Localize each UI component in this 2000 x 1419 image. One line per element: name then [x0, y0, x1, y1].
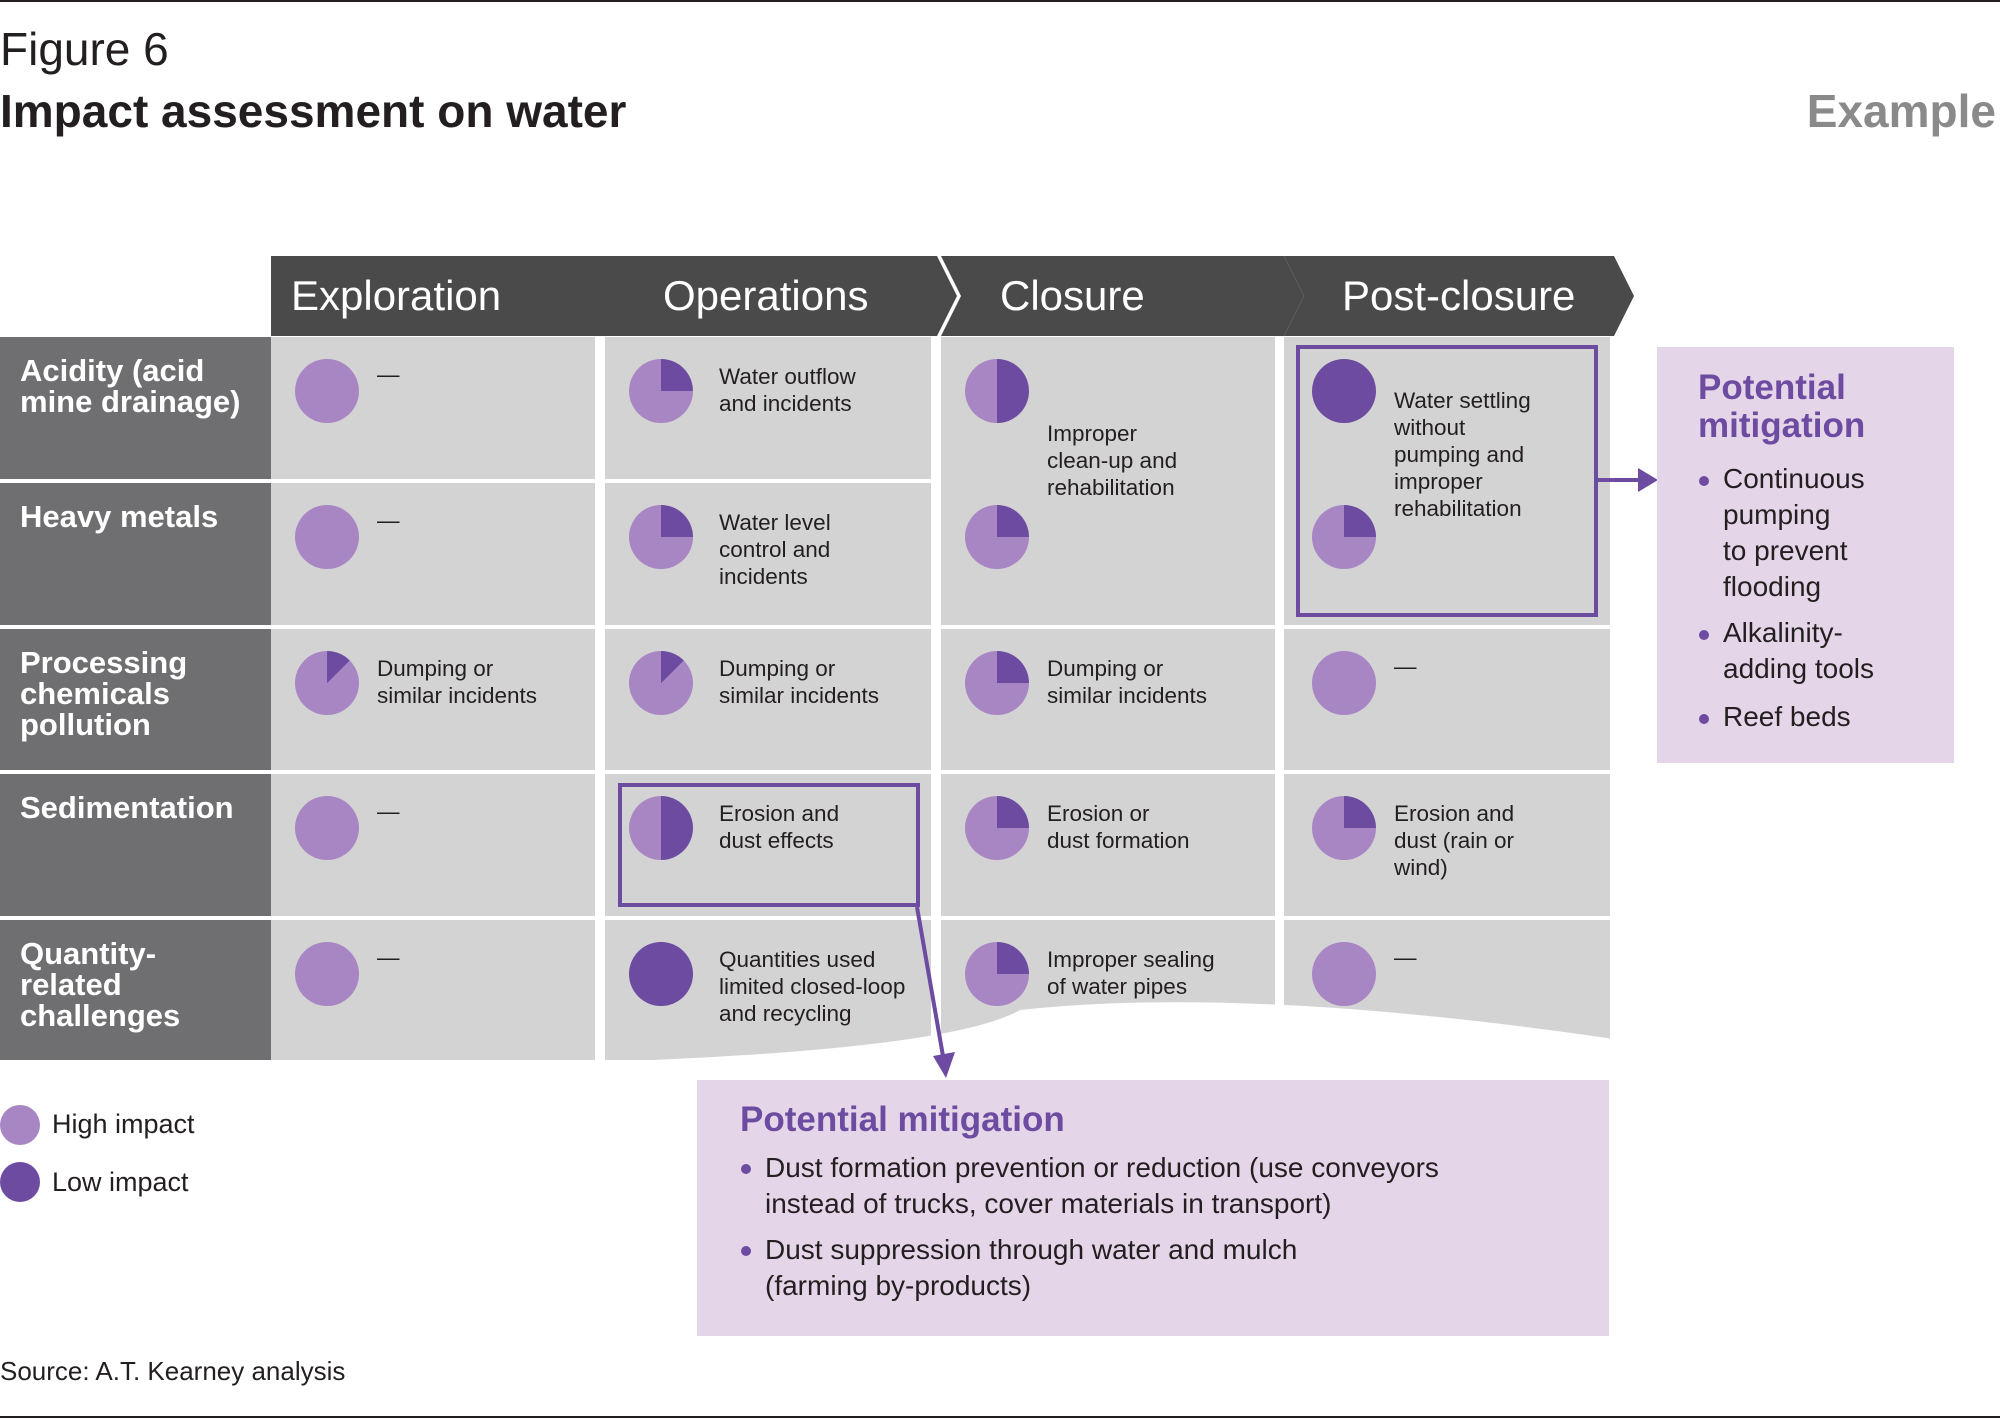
- column-label: Exploration: [291, 272, 502, 319]
- row-header-heavy-metals: Heavy metals: [0, 483, 271, 625]
- bullet-icon: [1699, 714, 1709, 724]
- column-label: Operations: [663, 272, 869, 319]
- column-label: Closure: [1000, 272, 1145, 319]
- mitigation-item: Alkalinity- adding tools: [1723, 617, 1875, 684]
- cell-text: Water settling without pumping and impro…: [1394, 388, 1531, 521]
- mitigation-box-right: Potential mitigation Continuous pumping …: [1657, 347, 1954, 763]
- impact-pie-icon: [965, 505, 1029, 569]
- mitigation-title-line: Potential mitigation: [1698, 368, 1866, 445]
- cell-text: —: [377, 362, 400, 387]
- impact-pie-icon: [629, 359, 693, 423]
- row-label: Acidity (acid mine drainage): [20, 353, 241, 419]
- cell-text: —: [377, 508, 400, 533]
- impact-pie-icon: [1312, 796, 1376, 860]
- mitigation-item: Dust suppression through water and mulch…: [765, 1234, 1298, 1301]
- figure-title: Impact assessment on water: [0, 85, 627, 137]
- bottom-rule: [0, 1416, 2000, 1418]
- column-header-operations: Operations: [605, 256, 959, 336]
- impact-pie-icon: [1312, 651, 1376, 715]
- cell-text: Erosion and dust (rain or wind): [1394, 801, 1515, 880]
- cell-text: Water outflow and incidents: [719, 364, 856, 416]
- column-header-post-closure: Post-closure: [1284, 256, 1636, 336]
- cell-text: —: [377, 945, 400, 970]
- mitigation-title: Potential mitigation: [740, 1100, 1065, 1139]
- cell-text: Improper clean-up and rehabilitation: [1047, 421, 1178, 500]
- figure-label: Figure 6: [0, 23, 169, 75]
- legend-high-dot: [0, 1105, 40, 1145]
- mitigation-item: Reef beds: [1723, 701, 1851, 732]
- column-header-shape: [1284, 256, 1634, 336]
- top-rule: [0, 0, 2000, 2]
- column-header-shape: [941, 256, 1304, 336]
- bullet-icon: [1699, 630, 1709, 640]
- impact-pie-icon: [295, 505, 359, 569]
- bullet-icon: [741, 1246, 751, 1256]
- bullet-icon: [741, 1164, 751, 1174]
- impact-pie-icon: [295, 796, 359, 860]
- column-header-shape: [605, 256, 957, 336]
- impact-pie-icon: [295, 651, 359, 715]
- cell-text: Dumping or similar incidents: [1047, 656, 1208, 708]
- mitigation-item: Dust formation prevention or reduction (…: [765, 1152, 1439, 1219]
- cell-text: Erosion or dust formation: [1047, 801, 1190, 853]
- cell-text: Quantities used limited closed-loop and …: [719, 947, 906, 1026]
- cell-text: Water level control and incidents: [719, 510, 831, 589]
- impact-pie-icon: [1312, 359, 1376, 423]
- sedimentation-highlight-frame: [618, 783, 920, 907]
- column-header-shape: [271, 256, 631, 336]
- legend-low-label: Low impact: [52, 1167, 189, 1197]
- cell-text: —: [1394, 945, 1417, 970]
- impact-pie-icon: [1312, 505, 1376, 569]
- legend-high-label: High impact: [52, 1109, 195, 1139]
- impact-pie-icon: [965, 796, 1029, 860]
- impact-pie-icon: [629, 651, 693, 715]
- cell-text: Improper sealing of water pipes: [1047, 947, 1215, 999]
- row-label: Heavy metals: [20, 499, 219, 534]
- impact-pie-icon: [629, 942, 693, 1006]
- source-note: Source: A.T. Kearney analysis: [0, 1356, 346, 1386]
- row-header-processing-chemicals: Processing chemicals pollution: [0, 629, 271, 770]
- cell-text: —: [377, 799, 400, 824]
- impact-pie-icon: [629, 796, 693, 860]
- column-header-exploration: Exploration: [271, 256, 633, 336]
- row-header-sedimentation: Sedimentation: [0, 774, 271, 916]
- impact-pie-icon: [1312, 942, 1376, 1006]
- cell-text: —: [1394, 654, 1417, 679]
- bullet-icon: [1699, 476, 1709, 486]
- cell-text: Dumping or similar incidents: [719, 656, 880, 708]
- row-label: Processing chemicals pollution: [20, 645, 188, 742]
- impact-pie-icon: [965, 651, 1029, 715]
- column-label: Post-closure: [1342, 272, 1576, 319]
- column-header-closure: Closure: [941, 256, 1306, 336]
- impact-pie-icon: [629, 505, 693, 569]
- impact-pie-icon: [965, 942, 1029, 1006]
- mitigation-box-bottom: Potential mitigation Dust formation prev…: [697, 1080, 1609, 1336]
- post-closure-highlight-frame: [1296, 345, 1598, 617]
- example-badge: Example: [1806, 85, 1996, 137]
- impact-pie-icon: [295, 942, 359, 1006]
- row-label: Sedimentation: [20, 790, 234, 825]
- legend-low-dot: [0, 1162, 40, 1202]
- cell-text: Erosion and dust effects: [719, 801, 840, 853]
- cell-text: Dumping or similar incidents: [377, 656, 538, 708]
- impact-pie-icon: [965, 359, 1029, 423]
- impact-pie-icon: [295, 359, 359, 423]
- right-connector-arrowhead: [1638, 468, 1658, 492]
- row-label: Quantity-related challenges: [20, 936, 181, 1033]
- row-header-acidity: Acidity (acid mine drainage): [0, 337, 271, 479]
- row-header-quantity: Quantity-related challenges: [0, 920, 271, 1060]
- mitigation-item: Continuous pumping to prevent flooding: [1723, 463, 1865, 602]
- mitigation-title: Potential mitigation: [1698, 369, 1865, 445]
